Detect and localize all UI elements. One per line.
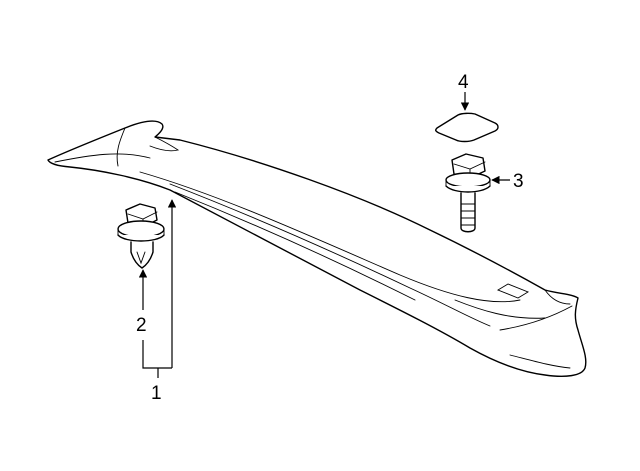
spoiler-left-notch (149, 136, 180, 152)
spoiler-left-fin (116, 127, 126, 167)
callout-1-label: 1 (151, 383, 162, 404)
bolt-flange (445, 172, 491, 188)
spoiler-body-line (169, 183, 491, 327)
pad-4 (435, 112, 499, 143)
spoiler-body-line-2 (174, 191, 416, 301)
spoiler-part (47, 120, 587, 377)
spoiler-right-underside (509, 354, 571, 369)
bolt-shank (460, 192, 476, 233)
bolt-thread (460, 203, 476, 226)
spoiler-left-end-edge (54, 153, 151, 163)
fastener-2 (117, 203, 165, 269)
spoiler-outline (47, 120, 587, 377)
pad-shape (435, 112, 499, 143)
spoiler-right-fold (454, 299, 546, 319)
bolt-3 (445, 153, 491, 233)
spoiler-upper-ridge (139, 171, 521, 303)
leader-lines (138, 92, 510, 378)
callout-4-label: 4 (458, 72, 469, 93)
callout-2-label: 2 (136, 315, 147, 336)
spoiler-right-tip (544, 289, 571, 305)
clip-body (130, 241, 154, 269)
callout-3-label: 3 (513, 171, 524, 192)
spoiler-right-fold-2 (499, 305, 573, 331)
leader-1-bracket (142, 340, 172, 369)
flange (117, 220, 165, 238)
spoiler-slot (496, 283, 530, 299)
